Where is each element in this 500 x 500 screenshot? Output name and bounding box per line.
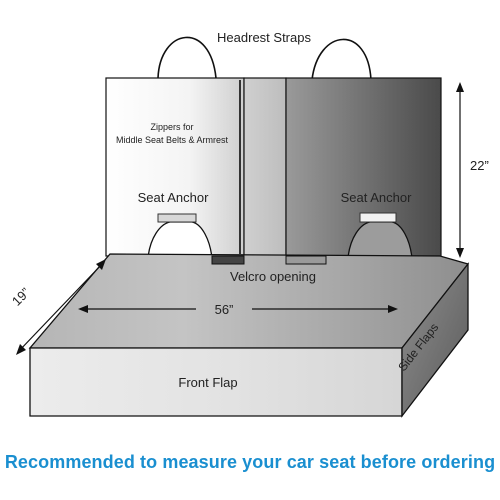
height-label: 22” — [470, 158, 489, 173]
depth-label: 19” — [9, 285, 33, 309]
seat-anchor-left-tab — [157, 213, 197, 223]
width-label: 56” — [215, 302, 234, 317]
zippers-label-line1: Zippers for — [150, 122, 193, 132]
velcro-strip-dark — [211, 255, 245, 265]
seat-anchor-left-label: Seat Anchor — [138, 190, 209, 205]
headrest-strap-right — [311, 38, 372, 81]
headrest-straps-label: Headrest Straps — [217, 30, 311, 45]
seat-anchor-right-label: Seat Anchor — [341, 190, 412, 205]
width-arrowhead-left — [78, 305, 88, 313]
velcro-opening-label: Velcro opening — [230, 269, 316, 284]
backrest-middle-panel — [243, 77, 287, 257]
depth-arrowhead-bottom — [16, 344, 26, 355]
depth-arrowhead-top — [96, 259, 106, 270]
side-flap — [401, 262, 469, 418]
headrest-strap-left — [157, 36, 217, 79]
width-arrowhead-right — [388, 305, 398, 313]
height-arrowhead-bottom — [456, 248, 464, 258]
depth-arrow — [17, 261, 105, 353]
measurement-caption: Recommended to measure your car seat bef… — [4, 452, 496, 472]
velcro-strip-light — [285, 255, 327, 265]
front-flap-label: Front Flap — [178, 375, 237, 390]
seat-anchor-right-tab — [359, 212, 397, 223]
height-arrowhead-top — [456, 82, 464, 92]
zippers-label-line2: Middle Seat Belts & Armrest — [116, 135, 229, 145]
